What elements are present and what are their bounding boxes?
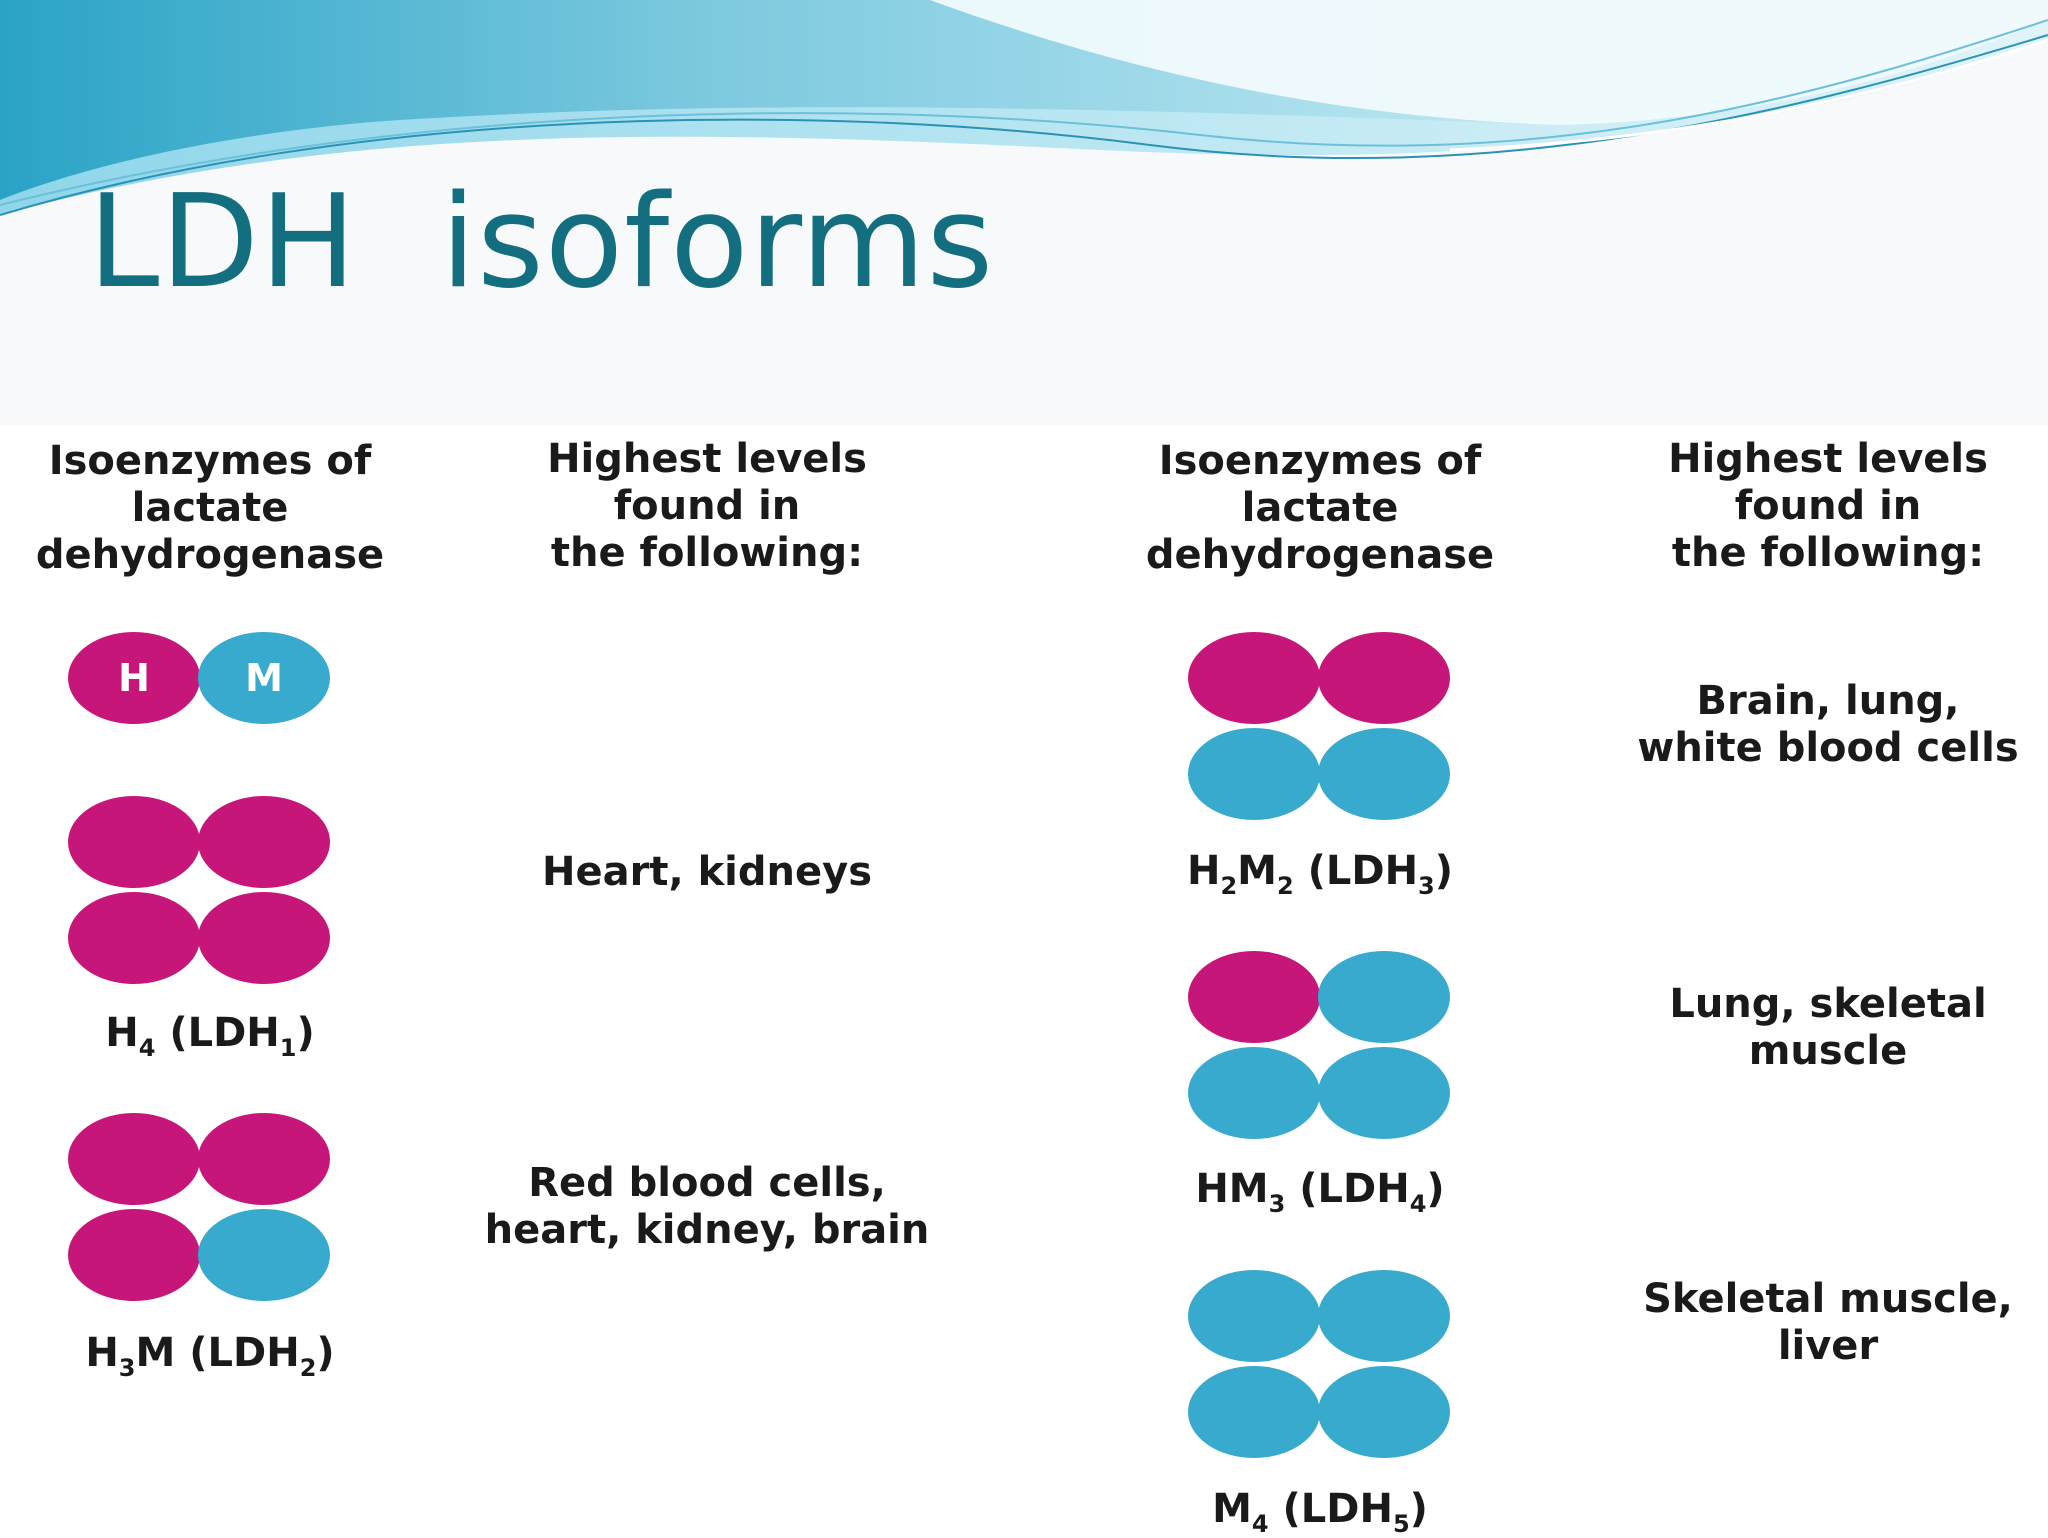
tissue-line: liver [1777,1323,1879,1369]
header-line: found in [1734,483,1922,529]
h-subunit-oval [1188,632,1320,724]
h-subunit-oval [68,1113,200,1205]
tissue-ldh1: Heart, kidneys [447,849,967,896]
header-line: dehydrogenase [35,532,385,578]
label-subscript: 2 [1220,872,1238,900]
header-wave-line [0,34,2048,216]
label-subscript: 2 [1276,872,1294,900]
isoform-label-ldh4: HM3 (LDH4) [1110,1166,1530,1216]
label-part: (LDH [1293,848,1419,894]
label-part: (LDH [1285,1166,1410,1212]
label-subscript: 3 [118,1354,136,1382]
m-subunit-oval [1318,1270,1450,1362]
header-wave-dark [0,0,1560,200]
m-subunit-oval [1318,951,1450,1043]
h-subunit-oval [68,892,200,984]
tissue-ldh3: Brain, lung, white blood cells [1568,678,2048,772]
m-subunit-label: M [245,656,283,700]
label-subscript: 4 [1409,1190,1427,1218]
h-subunit-oval [68,796,200,888]
tissue-line: Brain, lung, [1696,678,1960,724]
m-subunit-oval [1188,1047,1320,1139]
header-wave-line-2 [0,19,2048,206]
isoform-label-ldh2: H3M (LDH2) [0,1330,420,1380]
label-part: ) [296,1010,315,1056]
header-line: lactate [1241,485,1399,531]
label-part: ) [316,1330,335,1376]
header-line: Highest levels [1668,436,1988,482]
label-part: HM [1195,1166,1269,1212]
h-subunit-oval [1188,951,1320,1043]
label-subscript: 2 [299,1354,317,1382]
label-subscript: 1 [279,1034,297,1062]
isoform-label-ldh1: H4 (LDH1) [0,1010,420,1060]
left-levels-header: Highest levels found in the following: [497,436,917,577]
header-line: Highest levels [547,436,867,482]
m-subunit-oval [1188,728,1320,820]
label-part: H [85,1330,119,1376]
label-subscript: 4 [1251,1510,1269,1538]
m-subunit-oval [1318,1047,1450,1139]
tissue-line: Lung, skeletal [1669,981,1987,1027]
label-subscript: 4 [138,1034,156,1062]
tissue-ldh5: Skeletal muscle, liver [1568,1276,2048,1370]
m-subunit-oval [1318,728,1450,820]
label-part: M [135,1330,176,1376]
h-subunit-oval [198,892,330,984]
h-subunit-oval [198,1113,330,1205]
m-subunit-oval [1318,1366,1450,1458]
m-subunit-oval [198,1209,330,1301]
label-subscript: 3 [1268,1190,1286,1218]
tissue-line: white blood cells [1637,725,2019,771]
isoform-label-ldh5: M4 (LDH5) [1110,1486,1530,1536]
tissue-line: Heart, kidneys [542,849,872,895]
label-part: (LDH [155,1010,280,1056]
label-part: H [105,1010,139,1056]
header-line: the following: [1671,530,1985,576]
slide-title: LDH isoforms [88,168,995,317]
tissue-line: heart, kidney, brain [484,1207,930,1253]
header-line: Isoenzymes of [1158,438,1482,484]
tissue-line: Red blood cells, [528,1160,886,1206]
tissue-ldh2: Red blood cells, heart, kidney, brain [447,1160,967,1254]
ldh-isoform-figure [0,425,2048,1536]
label-part: ) [1426,1166,1445,1212]
header-line: the following: [550,530,864,576]
right-levels-header: Highest levels found in the following: [1618,436,2038,577]
header-line: dehydrogenase [1145,532,1495,578]
h-subunit-oval [68,1209,200,1301]
label-part: H [1186,848,1221,894]
m-subunit-oval [1188,1366,1320,1458]
tissue-line: Skeletal muscle, [1643,1276,2013,1322]
isoform-label-ldh3: H2M2 (LDH3) [1110,848,1530,898]
label-part: (LDH [175,1330,300,1376]
h-subunit-oval [1318,632,1450,724]
h-subunit-oval [198,796,330,888]
label-subscript: 5 [1392,1510,1410,1538]
header-line: Isoenzymes of [48,438,372,484]
tissue-ldh4: Lung, skeletal muscle [1568,981,2048,1075]
label-part: M [1212,1486,1252,1532]
header-line: lactate [131,485,289,531]
h-subunit-label: H [118,656,150,700]
label-part: ) [1409,1486,1428,1532]
label-part: (LDH [1268,1486,1393,1532]
header-wave-white [930,0,2048,125]
header-line: found in [613,483,801,529]
h-subunit-oval [68,632,200,724]
left-isoenzyme-header: Isoenzymes of lactate dehydrogenase [0,438,420,579]
label-part: ) [1434,848,1454,894]
m-subunit-oval [1188,1270,1320,1362]
header-wave-line-3 [1449,38,2048,152]
label-subscript: 3 [1418,872,1435,900]
tissue-line: muscle [1748,1028,1908,1074]
right-isoenzyme-header: Isoenzymes of lactate dehydrogenase [1110,438,1530,579]
label-part: M [1237,848,1277,894]
m-subunit-oval [198,632,330,724]
